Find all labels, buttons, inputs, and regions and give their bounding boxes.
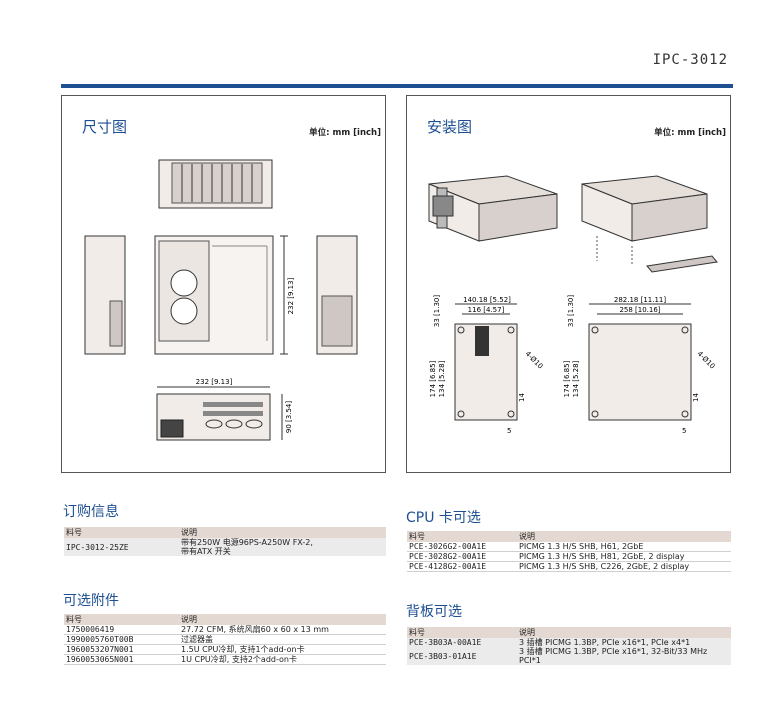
left-dim5-label: 5: [507, 427, 511, 435]
dimensions-panel: 尺寸图 单位: mm [inch] 232 [9.13: [61, 95, 386, 473]
accessory-desc: 1.5U CPU冷却, 支持1个add-on卡: [179, 644, 386, 655]
right-dim14-label: 14: [692, 393, 700, 402]
backplane-header-desc: 说明: [517, 627, 731, 638]
dimensions-title: 尺寸图: [82, 118, 128, 136]
accessory-part: 1960053065N001: [64, 654, 179, 665]
inner-height-label: 232 [9.13]: [287, 277, 295, 314]
table-row: PCE-4128G2-00A1E PICMG 1.3 H/S SHB, C226…: [407, 561, 731, 572]
right-hole-label: 4-Ø10: [696, 350, 717, 371]
right-dim5-label: 5: [682, 427, 686, 435]
cpu-desc: PICMG 1.3 H/S SHB, H81, 2GbE, 2 display: [517, 551, 731, 562]
accessories-title: 可选附件: [63, 593, 119, 609]
installation-title: 安装图: [427, 118, 473, 136]
top-view-drawing: [158, 159, 273, 209]
dimensions-unit: 单位: mm [inch]: [309, 128, 381, 138]
cpu-header-desc: 说明: [517, 531, 731, 542]
accessory-desc: 过滤器盖: [179, 634, 386, 645]
ordering-header-desc: 说明: [179, 527, 386, 538]
left-dim14-label: 14: [518, 393, 526, 402]
accessories-header-desc: 说明: [179, 614, 386, 625]
accessory-desc: 1U CPU冷却, 支持2个add-on卡: [179, 654, 386, 665]
cpu-part: PCE-4128G2-00A1E: [407, 561, 517, 572]
left-bracket-drawing: [454, 323, 518, 421]
table-row: PCE-3026G2-00A1E PICMG 1.3 H/S SHB, H61,…: [407, 542, 731, 552]
backplane-desc-line2: PCI*1: [519, 656, 541, 665]
right-bracket-drawing: [588, 323, 692, 421]
left-height1-label: 174 [6.85]: [429, 360, 437, 397]
table-row: 1990005760T00B 过滤器盖: [64, 634, 386, 645]
ordering-header-part: 料号: [64, 527, 179, 538]
left-top-height-label: 33 [1.30]: [433, 295, 441, 327]
accessory-part: 1750006419: [64, 625, 179, 635]
backplane-part: PCE-3B03A-00A1E: [407, 638, 517, 647]
ordering-desc-line2: 带有ATX 开关: [181, 547, 231, 556]
backplane-part: PCE-3B03-01A1E: [407, 647, 517, 665]
ordering-table: 料号 说明 IPC-3012-25ZE 带有250W 电源96PS-A250W …: [64, 527, 386, 556]
cpu-part: PCE-3028G2-00A1E: [407, 551, 517, 562]
dimension-drawings: 232 [9.13] 232 [9.13] 90 [3.54]: [84, 159, 358, 441]
ordering-part: IPC-3012-25ZE: [64, 538, 179, 556]
table-row: IPC-3012-25ZE 带有250W 电源96PS-A250W FX-2, …: [64, 538, 386, 556]
right-side-view-drawing: [316, 235, 358, 355]
right-height1-label: 174 [6.85]: [563, 360, 571, 397]
installation-drawings: 140.18 [5.52] 116 [4.57] 33 [1.30] 174 […: [428, 175, 718, 435]
cpu-part: PCE-3026G2-00A1E: [407, 542, 517, 552]
header-rule: [61, 84, 733, 88]
table-row: PCE-3B03-01A1E 3 插槽 PICMG 1.3BP, PCIe x1…: [407, 647, 731, 665]
cpu-header-part: 料号: [407, 531, 517, 542]
ordering-title: 订购信息: [63, 504, 119, 520]
installation-panel: 安装图 单位: mm [inch] 140.18 [5.52] 116 [4.5…: [406, 95, 731, 473]
cpu-cards-table: 料号 说明 PCE-3026G2-00A1E PICMG 1.3 H/S SHB…: [407, 531, 731, 572]
left-width1-label: 140.18 [5.52]: [463, 296, 511, 304]
front-view-drawing: [156, 393, 271, 441]
installation-iso-right-drawing: [581, 175, 718, 273]
inner-view-drawing: [154, 235, 288, 355]
backplane-desc: 3 插槽 PICMG 1.3BP, PCIe x16*1, PCIe x4*1: [517, 638, 731, 647]
left-height2-label: 134 [5.28]: [438, 360, 446, 397]
ordering-desc-line1: 带有250W 电源96PS-A250W FX-2,: [181, 538, 313, 547]
backplanes-table: 料号 说明 PCE-3B03A-00A1E 3 插槽 PICMG 1.3BP, …: [407, 627, 731, 665]
table-row: 1960053207N001 1.5U CPU冷却, 支持1个add-on卡: [64, 644, 386, 655]
cpu-cards-title: CPU 卡可选: [406, 510, 481, 526]
right-width2-label: 258 [10.16]: [619, 306, 660, 314]
cpu-desc: PICMG 1.3 H/S SHB, H61, 2GbE: [517, 542, 731, 552]
front-height-label: 90 [3.54]: [285, 401, 293, 433]
installation-iso-left-drawing: [428, 175, 558, 242]
model-number: IPC-3012: [652, 52, 728, 68]
accessory-part: 1960053207N001: [64, 644, 179, 655]
cpu-desc: PICMG 1.3 H/S SHB, C226, 2GbE, 2 display: [517, 561, 731, 572]
accessories-header-part: 料号: [64, 614, 179, 625]
backplanes-title: 背板可选: [406, 604, 462, 620]
accessory-part: 1990005760T00B: [64, 634, 179, 645]
accessories-table: 料号 说明 1750006419 27.72 CFM, 系统风扇60 x 60 …: [64, 614, 386, 665]
left-hole-label: 4-Ø10: [524, 350, 545, 371]
left-side-view-drawing: [84, 235, 126, 355]
front-width-label: 232 [9.13]: [196, 378, 233, 386]
table-row: 1750006419 27.72 CFM, 系统风扇60 x 60 x 13 m…: [64, 625, 386, 635]
backplane-header-part: 料号: [407, 627, 517, 638]
left-width2-label: 116 [4.57]: [468, 306, 505, 314]
right-height2-label: 134 [5.28]: [572, 360, 580, 397]
table-row: 1960053065N001 1U CPU冷却, 支持2个add-on卡: [64, 654, 386, 665]
table-row: PCE-3B03A-00A1E 3 插槽 PICMG 1.3BP, PCIe x…: [407, 638, 731, 647]
backplane-desc-line1: 3 插槽 PICMG 1.3BP, PCIe x16*1, 32-Bit/33 …: [519, 647, 708, 656]
installation-unit: 单位: mm [inch]: [654, 128, 726, 138]
accessory-desc: 27.72 CFM, 系统风扇60 x 60 x 13 mm: [179, 625, 386, 635]
right-width1-label: 282.18 [11.11]: [614, 296, 666, 304]
right-top-height-label: 33 [1.30]: [567, 295, 575, 327]
table-row: PCE-3028G2-00A1E PICMG 1.3 H/S SHB, H81,…: [407, 551, 731, 562]
